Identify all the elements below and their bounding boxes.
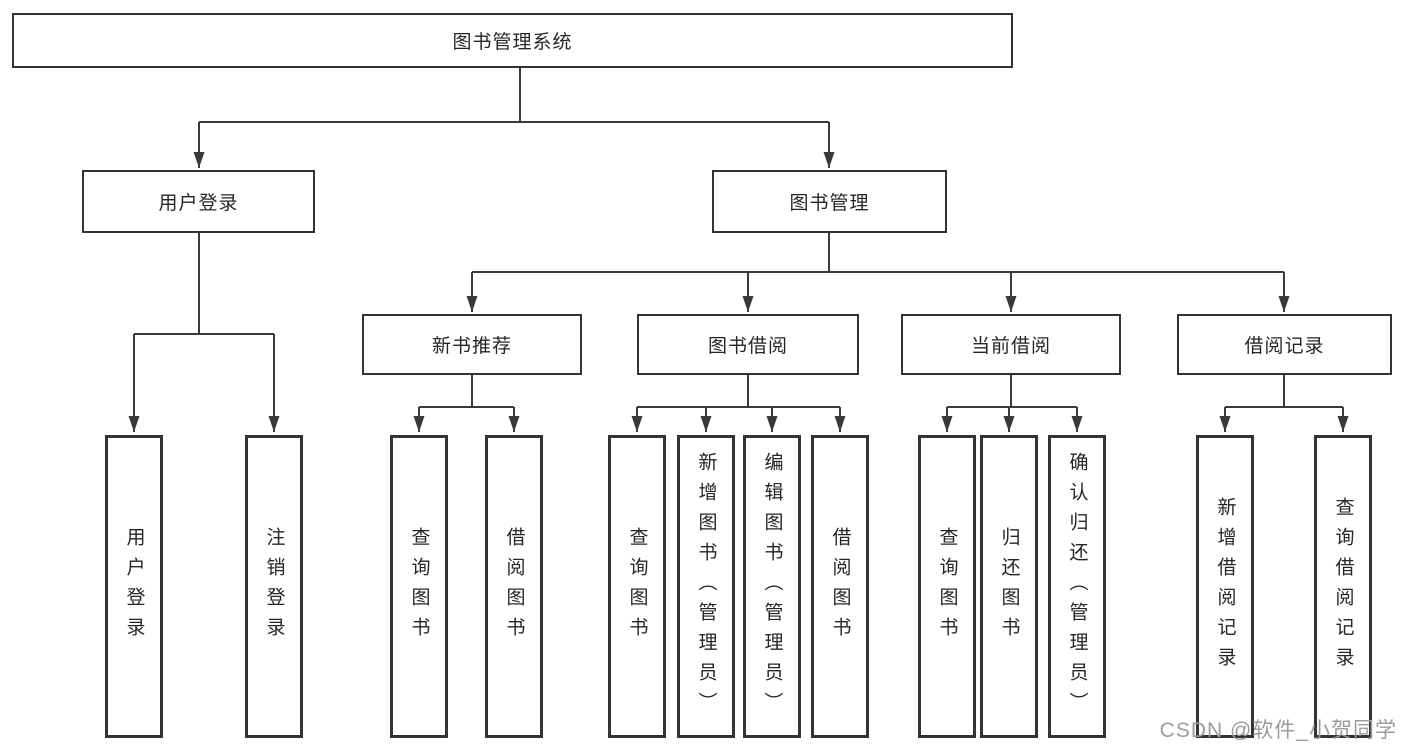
leaf-label: 查询图书 bbox=[408, 526, 430, 647]
node-label: 图书管理系统 bbox=[452, 32, 573, 53]
leaf-label: 新增借阅记录 bbox=[1214, 496, 1236, 677]
node-borrow-records: 借阅记录 bbox=[1177, 314, 1392, 375]
csdn-watermark: CSDN @软件_小贺同学 bbox=[1159, 719, 1397, 742]
leaf-label: 用户登录 bbox=[123, 526, 145, 647]
node-new-book-recommend: 新书推荐 bbox=[362, 314, 582, 375]
leaf-current-return-books: 归还图书 bbox=[980, 435, 1038, 738]
leaf-borrow-add-books-admin: 新增图书（管理员） bbox=[677, 435, 735, 738]
leaf-borrow-query-books: 查询图书 bbox=[608, 435, 666, 738]
leaf-current-query-books: 查询图书 bbox=[918, 435, 976, 738]
node-book-management: 图书管理 bbox=[712, 170, 947, 233]
node-current-borrow: 当前借阅 bbox=[901, 314, 1121, 375]
node-label: 用户登录 bbox=[158, 193, 239, 214]
leaf-label: 归还图书 bbox=[998, 526, 1020, 647]
node-label: 借阅记录 bbox=[1244, 336, 1325, 357]
node-label: 图书管理 bbox=[789, 193, 870, 214]
leaf-label: 编辑图书（管理员） bbox=[761, 451, 783, 722]
node-label: 新书推荐 bbox=[431, 336, 512, 357]
leaf-label: 借阅图书 bbox=[503, 526, 525, 647]
node-book-borrow: 图书借阅 bbox=[637, 314, 859, 375]
leaf-borrow-edit-books-admin: 编辑图书（管理员） bbox=[743, 435, 801, 738]
leaf-logout: 注销登录 bbox=[245, 435, 303, 738]
node-label: 当前借阅 bbox=[970, 336, 1051, 357]
leaf-label: 注销登录 bbox=[263, 526, 285, 647]
leaf-label: 借阅图书 bbox=[829, 526, 851, 647]
node-label: 图书借阅 bbox=[707, 336, 788, 357]
leaf-label: 查询借阅记录 bbox=[1332, 496, 1354, 677]
leaf-current-confirm-return-admin: 确认归还（管理员） bbox=[1048, 435, 1106, 738]
leaf-records-query-record: 查询借阅记录 bbox=[1314, 435, 1372, 738]
leaf-borrow-borrow-books: 借阅图书 bbox=[811, 435, 869, 738]
leaf-user-login: 用户登录 bbox=[105, 435, 163, 738]
leaf-label: 查询图书 bbox=[626, 526, 648, 647]
node-user-login: 用户登录 bbox=[82, 170, 315, 233]
leaf-label: 新增图书（管理员） bbox=[695, 451, 717, 722]
leaf-records-add-record: 新增借阅记录 bbox=[1196, 435, 1254, 738]
leaf-recommend-query-books: 查询图书 bbox=[390, 435, 448, 738]
leaf-label: 确认归还（管理员） bbox=[1066, 451, 1088, 722]
leaf-label: 查询图书 bbox=[936, 526, 958, 647]
leaf-recommend-borrow-books: 借阅图书 bbox=[485, 435, 543, 738]
node-library-management-system: 图书管理系统 bbox=[12, 13, 1013, 68]
